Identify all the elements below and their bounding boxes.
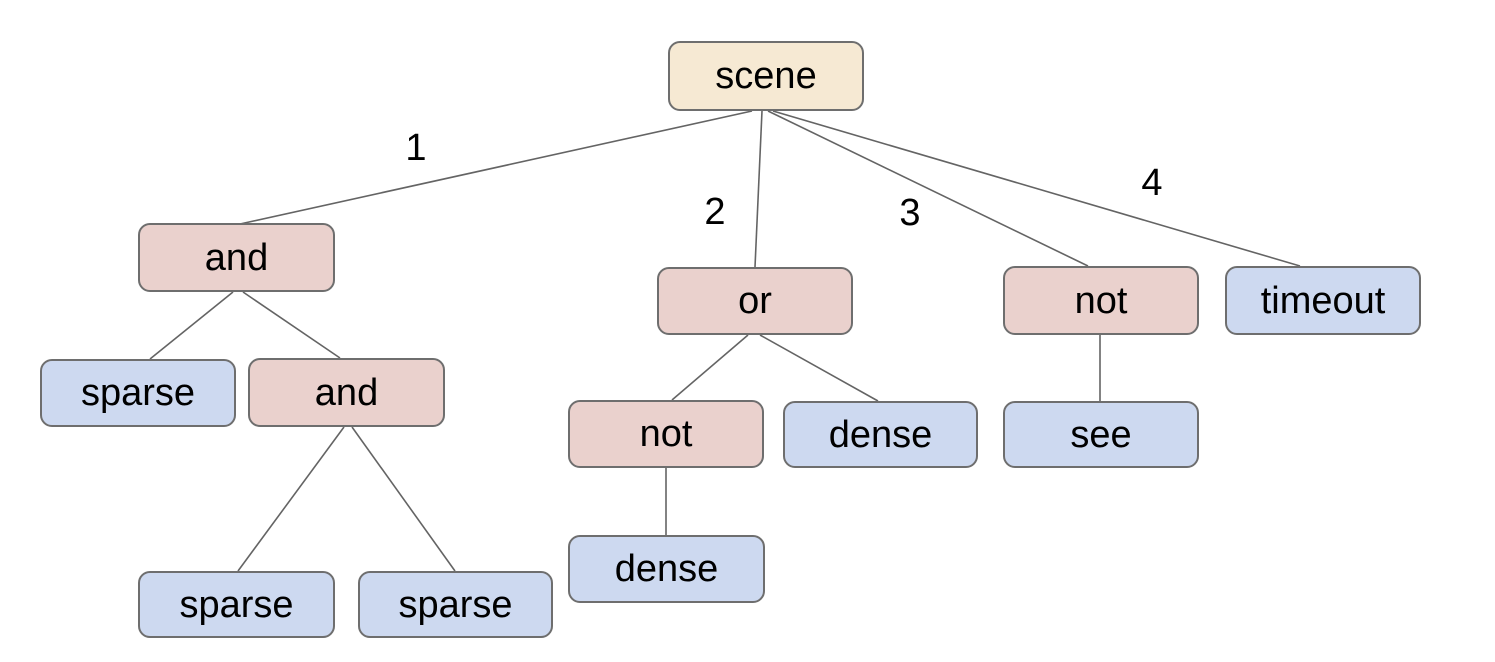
- tree-edge-and-1-and-2: [242, 291, 341, 359]
- tree-edge-and-2-sparse-3: [351, 426, 456, 572]
- tree-node-timeout-1: timeout: [1225, 266, 1421, 335]
- tree-edge-or-1-not-2: [671, 334, 749, 401]
- tree-edge-or-1-dense-1: [759, 334, 879, 402]
- tree-edge-and-2-sparse-2: [237, 426, 345, 572]
- tree-node-sparse-1: sparse: [40, 359, 236, 427]
- tree-node-dense-1: dense: [783, 401, 978, 468]
- tree-node-and-1: and: [138, 223, 335, 292]
- edge-label-2: 2: [704, 191, 725, 233]
- tree-edge-and-1-sparse-1: [149, 291, 234, 360]
- tree-node-and-2: and: [248, 358, 445, 427]
- edge-label-4: 4: [1141, 162, 1162, 204]
- tree-node-not-1: not: [1003, 266, 1199, 335]
- tree-node-sparse-2: sparse: [138, 571, 335, 638]
- tree-node-or-1: or: [657, 267, 853, 335]
- tree-node-scene: scene: [668, 41, 864, 111]
- tree-edge-scene-not-1: [767, 110, 1089, 267]
- tree-node-see-1: see: [1003, 401, 1199, 468]
- tree-edge-scene-or-1: [754, 110, 763, 268]
- tree-node-dense-2: dense: [568, 535, 765, 603]
- edge-label-1: 1: [405, 127, 426, 169]
- tree-node-sparse-3: sparse: [358, 571, 553, 638]
- tree-node-not-2: not: [568, 400, 764, 468]
- edge-label-3: 3: [899, 192, 920, 234]
- tree-edge-scene-timeout-1: [772, 110, 1301, 267]
- tree-edge-scene-and-1: [239, 110, 753, 225]
